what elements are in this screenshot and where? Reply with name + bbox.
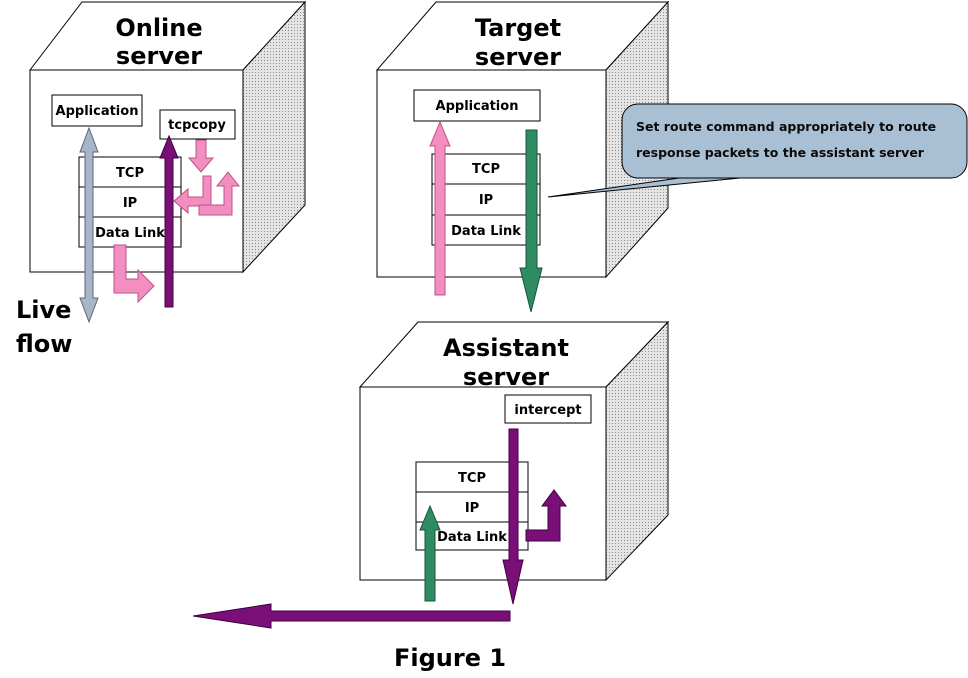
assistant-tcp-label: TCP <box>458 471 486 486</box>
online-pink-bent-right-arrow <box>113 244 155 304</box>
assistant-green-up-arrow <box>419 504 441 602</box>
online-application-box <box>51 94 143 127</box>
online-tcp-layer <box>78 156 182 188</box>
online-pink-bent-left-arrow <box>173 175 212 215</box>
live-flow-label-line2: flow <box>16 330 72 358</box>
target-tcp-label: TCP <box>472 162 500 177</box>
online-datalink-label: Data Link <box>95 226 165 241</box>
target-tcp-layer <box>431 153 541 185</box>
assistant-server-title-line2: server <box>463 363 549 391</box>
route-callout: Set route command appropriately to route… <box>547 103 968 198</box>
target-ip-label: IP <box>479 193 493 208</box>
figure-caption: Figure 1 <box>394 644 506 672</box>
route-callout-bubble <box>621 103 968 179</box>
route-callout-line2: response packets to the assistant server <box>636 145 925 160</box>
target-datalink-label: Data Link <box>451 224 521 239</box>
online-datalink-layer <box>78 216 182 248</box>
online-tcpcopy-box <box>159 109 236 140</box>
target-server-arrows <box>429 120 543 313</box>
live-flow-double-arrow <box>79 126 99 324</box>
online-application-label: Application <box>56 104 139 119</box>
assistant-intercept-label: intercept <box>514 403 581 418</box>
target-server-title-line1: Target <box>475 14 561 42</box>
online-purple-up-arrow <box>159 134 179 308</box>
assistant-purple-bent-up-arrow <box>525 489 567 542</box>
target-application-box <box>413 89 541 122</box>
online-server-title-line1: Online <box>115 14 202 42</box>
assistant-purple-left-arrow <box>192 603 511 629</box>
online-ip-label: IP <box>123 196 137 211</box>
assistant-intercept-box <box>504 394 592 424</box>
route-callout-pointer-joint <box>701 172 769 177</box>
target-application-label: Application <box>436 99 519 114</box>
target-datalink-layer <box>431 214 541 246</box>
assistant-datalink-label: Data Link <box>437 530 507 545</box>
assistant-purple-down-arrow <box>502 428 524 605</box>
online-pink-bent-up-arrow <box>198 171 241 216</box>
route-callout-line1: Set route command appropriately to route <box>636 119 936 134</box>
assistant-server-title-line1: Assistant <box>443 334 569 362</box>
assistant-ip-label: IP <box>465 501 479 516</box>
online-server-title-line2: server <box>116 42 202 70</box>
assistant-server-cube: Assistant server intercept TCP IP Data L… <box>358 320 670 582</box>
target-server-title-line2: server <box>475 43 561 71</box>
target-green-down-arrow <box>519 129 543 313</box>
target-server-cube: Target server Application TCP IP Data Li… <box>375 0 670 279</box>
online-tcp-label: TCP <box>116 166 144 181</box>
assistant-server-arrows <box>192 428 567 629</box>
tcpcopy-pink-down-arrow <box>187 139 215 173</box>
online-tcpcopy-label: tcpcopy <box>168 118 226 133</box>
target-pink-up-arrow <box>429 120 451 296</box>
live-flow-label-line1: Live <box>16 296 71 324</box>
online-server-arrows <box>79 126 241 324</box>
online-server-cube: Online server Application tcpcopy TCP IP… <box>28 0 307 274</box>
